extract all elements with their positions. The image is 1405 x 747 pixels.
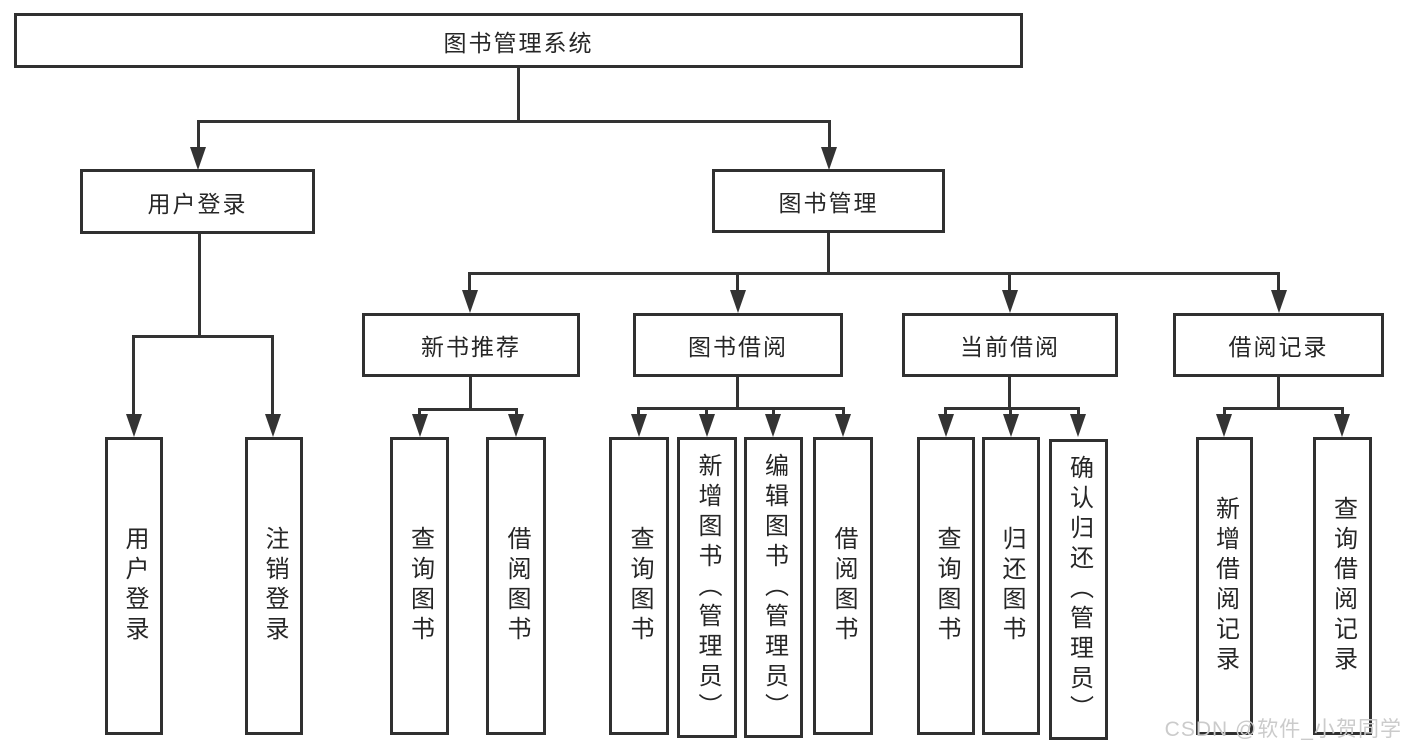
connector-line [418,408,421,418]
arrow-down-icon [765,414,781,437]
connector-line [1077,407,1080,417]
leaf-borrow-books-2: 借阅图书 [813,437,873,735]
leaf-add-borrow-record: 新增借阅记录 [1196,437,1253,735]
arrow-down-icon [126,414,142,437]
connector-line [1277,375,1280,409]
connector-line [517,66,520,122]
connector-line [637,407,640,417]
leaf-borrow-books-1: 借阅图书 [486,437,546,735]
connector-line [944,407,947,417]
connector-line [197,120,200,152]
connector-line [271,335,274,419]
connector-line [637,407,845,410]
arrow-down-icon [835,414,851,437]
leaf-add-book-admin: 新增图书（管理员） [677,437,737,738]
leaf-query-books-2: 查询图书 [609,437,669,735]
connector-line [1277,272,1280,294]
connector-line [828,120,831,152]
arrow-down-icon [508,414,524,437]
connector-line [772,407,775,417]
connector-line [705,407,708,417]
leaf-query-books-1: 查询图书 [390,437,449,735]
connector-line [1223,407,1344,410]
leaf-edit-book-admin: 编辑图书（管理员） [744,437,803,738]
arrow-down-icon [730,290,746,313]
leaf-query-books-3: 查询图书 [917,437,975,735]
connector-line [736,375,739,409]
arrow-down-icon [821,147,837,170]
leaf-user-login: 用户登录 [105,437,163,735]
arrow-down-icon [412,414,428,437]
watermark: CSDN @软件_小贺同学 [1164,718,1402,741]
node-root: 图书管理系统 [14,13,1023,68]
connector-line [1223,407,1226,417]
arrow-down-icon [1216,414,1232,437]
connector-line [132,335,135,419]
connector-line [827,231,830,275]
arrow-down-icon [265,414,281,437]
connector-line [842,407,845,417]
arrow-down-icon [1003,414,1019,437]
arrow-down-icon [462,290,478,313]
connector-line [1341,407,1344,417]
connector-line [418,408,518,411]
arrow-down-icon [1271,290,1287,313]
connector-line [736,272,739,294]
leaf-return-books: 归还图书 [982,437,1040,735]
arrow-down-icon [190,147,206,170]
leaf-logout: 注销登录 [245,437,303,735]
connector-line [1008,375,1011,409]
arrow-down-icon [938,414,954,437]
node-user-login: 用户登录 [80,169,315,234]
connector-line [944,407,1080,410]
leaf-confirm-return-admin: 确认归还（管理员） [1049,439,1108,740]
node-book-borrow: 图书借阅 [633,313,843,377]
arrow-down-icon [1334,414,1350,437]
node-borrow-records: 借阅记录 [1173,313,1384,377]
arrow-down-icon [631,414,647,437]
node-new-book-recommend: 新书推荐 [362,313,580,377]
connector-line [468,272,1280,275]
node-current-borrow: 当前借阅 [902,313,1118,377]
connector-line [515,408,518,418]
arrow-down-icon [1070,414,1086,437]
leaf-query-borrow-record: 查询借阅记录 [1313,437,1372,735]
connector-line [132,335,274,338]
connector-line [468,272,471,294]
arrow-down-icon [1002,290,1018,313]
arrow-down-icon [699,414,715,437]
connector-line [198,232,201,338]
connector-line [469,375,472,411]
connector-line [1008,272,1011,294]
node-book-management: 图书管理 [712,169,945,233]
connector-line [197,120,831,123]
connector-line [1009,407,1012,417]
